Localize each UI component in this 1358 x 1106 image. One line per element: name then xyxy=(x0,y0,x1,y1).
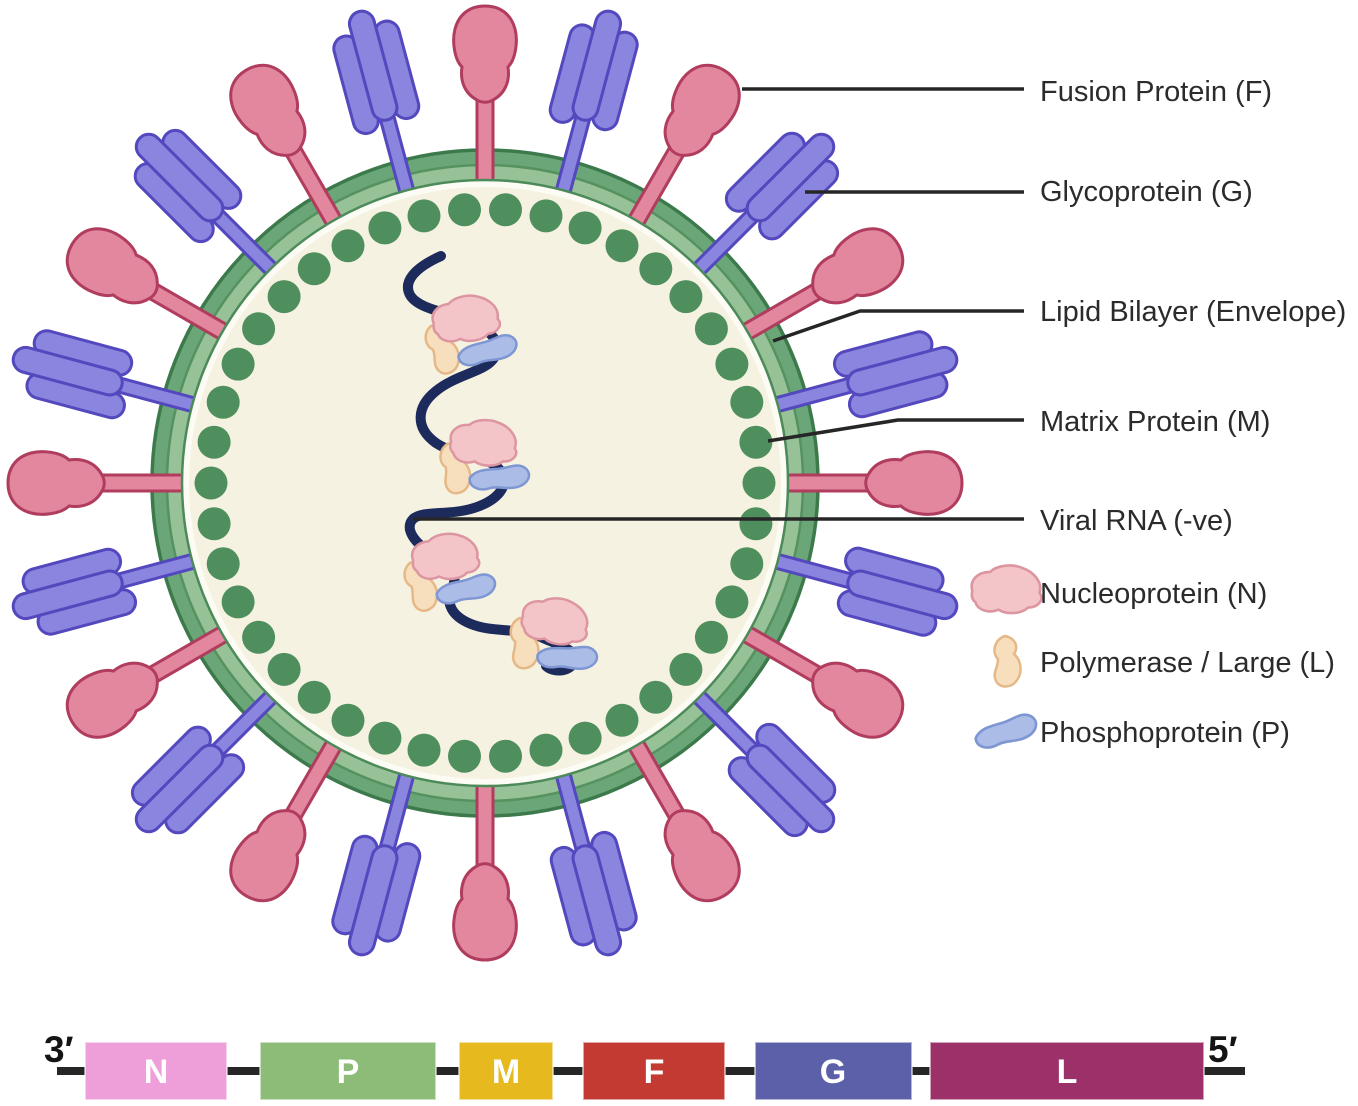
legend-label-polymerase: Polymerase / Large (L) xyxy=(1040,647,1335,679)
matrix-protein-dot xyxy=(730,385,764,419)
label-lipid-bilayer: Lipid Bilayer (Envelope) xyxy=(1040,296,1346,328)
genome-end-3prime: 3′ xyxy=(44,1029,74,1070)
matrix-protein-dot xyxy=(221,347,255,381)
matrix-protein-dot xyxy=(221,585,255,619)
gene-box-g xyxy=(754,1041,913,1101)
matrix-protein-dot xyxy=(407,199,441,233)
matrix-protein-dot xyxy=(448,739,481,773)
matrix-protein-dot xyxy=(489,739,522,773)
matrix-protein-dot xyxy=(448,193,481,227)
matrix-protein-dot xyxy=(242,312,276,346)
nucleoprotein-icon xyxy=(970,564,1043,615)
label-fusion-protein: Fusion Protein (F) xyxy=(1040,76,1272,108)
matrix-protein-dot xyxy=(639,252,673,286)
matrix-protein-dot xyxy=(197,507,231,541)
matrix-protein-dot xyxy=(368,721,402,755)
gene-label-f: F xyxy=(644,1053,665,1091)
matrix-protein-ring xyxy=(194,193,776,773)
matrix-protein-dot xyxy=(267,652,301,686)
gene-box-l xyxy=(929,1041,1205,1101)
matrix-protein-dot xyxy=(715,347,749,381)
polymerase-icon xyxy=(993,634,1022,688)
callout-labels: Fusion Protein (F) Glycoprotein (G) Lipi… xyxy=(1040,76,1346,537)
matrix-protein-dot xyxy=(368,211,402,245)
matrix-protein-dot xyxy=(331,703,365,737)
matrix-protein-dot xyxy=(730,547,764,581)
gene-label-l: L xyxy=(1057,1053,1078,1091)
matrix-protein-dot xyxy=(297,252,331,286)
matrix-protein-dot xyxy=(194,466,228,500)
gene-label-g: G xyxy=(820,1053,846,1091)
matrix-protein-dot xyxy=(489,193,522,227)
matrix-protein-dot xyxy=(605,703,639,737)
matrix-protein-dot xyxy=(206,547,240,581)
gene-label-n: N xyxy=(144,1053,169,1091)
matrix-protein-dot xyxy=(739,425,773,459)
gene-box-n xyxy=(84,1041,228,1101)
gene-label-m: M xyxy=(492,1053,520,1091)
phosphoprotein-icon xyxy=(974,713,1038,749)
gene-box-m xyxy=(458,1041,554,1101)
matrix-protein-dot xyxy=(206,385,240,419)
matrix-protein-dot xyxy=(267,280,301,314)
matrix-protein-dot xyxy=(331,229,365,263)
label-viral-rna: Viral RNA (-ve) xyxy=(1040,505,1233,537)
matrix-protein-dot xyxy=(407,733,441,767)
matrix-protein-dot xyxy=(568,721,602,755)
matrix-protein-dot xyxy=(742,466,776,500)
label-matrix-protein: Matrix Protein (M) xyxy=(1040,406,1270,438)
matrix-protein-dot xyxy=(197,425,231,459)
matrix-protein-dot xyxy=(694,620,728,654)
gene-box-f xyxy=(582,1041,726,1101)
legend-label-nucleoprotein: Nucleoprotein (N) xyxy=(1040,578,1267,610)
leader-lines xyxy=(413,87,1024,521)
matrix-protein-dot xyxy=(242,620,276,654)
matrix-protein-dot xyxy=(297,680,331,714)
genome-end-5prime: 5′ xyxy=(1208,1029,1238,1070)
legend: Nucleoprotein (N) Polymerase / Large (L)… xyxy=(970,564,1335,749)
matrix-protein-dot xyxy=(669,280,703,314)
genome-map: 3′ 5′ N P M F G L xyxy=(44,1029,1245,1101)
legend-label-phosphoprotein: Phosphoprotein (P) xyxy=(1040,717,1290,749)
matrix-protein-dot xyxy=(739,507,773,541)
matrix-protein-dot xyxy=(529,199,563,233)
label-glycoprotein: Glycoprotein (G) xyxy=(1040,176,1253,208)
matrix-protein-dot xyxy=(605,229,639,263)
matrix-protein-dot xyxy=(694,312,728,346)
leader-line-matrix xyxy=(767,418,1024,443)
matrix-protein-dot xyxy=(529,733,563,767)
matrix-protein-dot xyxy=(669,652,703,686)
leader-line-lipid-bilayer xyxy=(772,309,1024,343)
matrix-protein-dot xyxy=(568,211,602,245)
gene-box-p xyxy=(259,1041,437,1101)
matrix-protein-dot xyxy=(639,680,673,714)
matrix-protein-dot xyxy=(715,585,749,619)
gene-label-p: P xyxy=(337,1053,360,1091)
